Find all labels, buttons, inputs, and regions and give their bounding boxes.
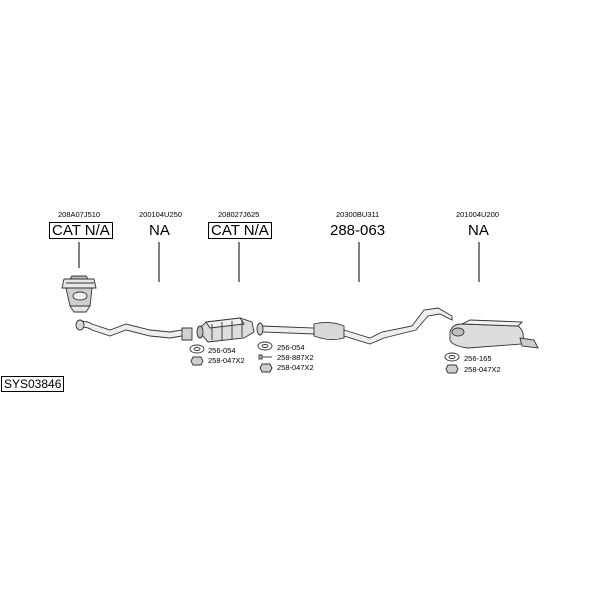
oem-number-3: 208027J625 — [218, 210, 260, 219]
front-catalyst-icon — [61, 275, 97, 313]
oem-number-1: 208A07J510 — [58, 210, 101, 219]
rear-silencer-icon — [449, 319, 539, 349]
front-pipe-icon — [75, 319, 193, 341]
bolt-icon-2 — [258, 354, 272, 360]
middle-silencer-icon — [256, 307, 453, 345]
part-number-2[interactable]: NA — [149, 222, 170, 239]
part-number-3[interactable]: CAT N/A — [208, 222, 272, 239]
gasket-icon-3 — [444, 352, 460, 362]
oem-number-2: 200104U250 — [139, 210, 182, 219]
gasket-icon-2 — [257, 341, 273, 351]
oem-number-5: 201004U200 — [456, 210, 499, 219]
nut-icon-1 — [190, 356, 204, 366]
part-number-5[interactable]: NA — [468, 222, 489, 239]
part-number-4[interactable]: 288-063 — [330, 222, 386, 239]
accessory-bolt-2[interactable]: 258-887X2 — [277, 353, 314, 362]
centre-catalyst-icon — [196, 317, 255, 343]
accessory-nut-2[interactable]: 258-047X2 — [277, 363, 314, 372]
accessory-gasket-1[interactable]: 256-054 — [208, 346, 236, 355]
part-number-1[interactable]: CAT N/A — [49, 222, 113, 239]
accessory-nut-1[interactable]: 258-047X2 — [208, 356, 245, 365]
nut-icon-2 — [259, 363, 273, 373]
system-code-label: SYS03846 — [1, 376, 65, 392]
accessory-nut-3[interactable]: 258-047X2 — [464, 365, 501, 374]
oem-number-4: 20300BU311 — [336, 210, 380, 219]
accessory-gasket-3[interactable]: 256-165 — [464, 354, 492, 363]
nut-icon-3 — [445, 364, 459, 374]
accessory-gasket-2[interactable]: 256-054 — [277, 343, 305, 352]
gasket-icon-1 — [189, 344, 205, 354]
